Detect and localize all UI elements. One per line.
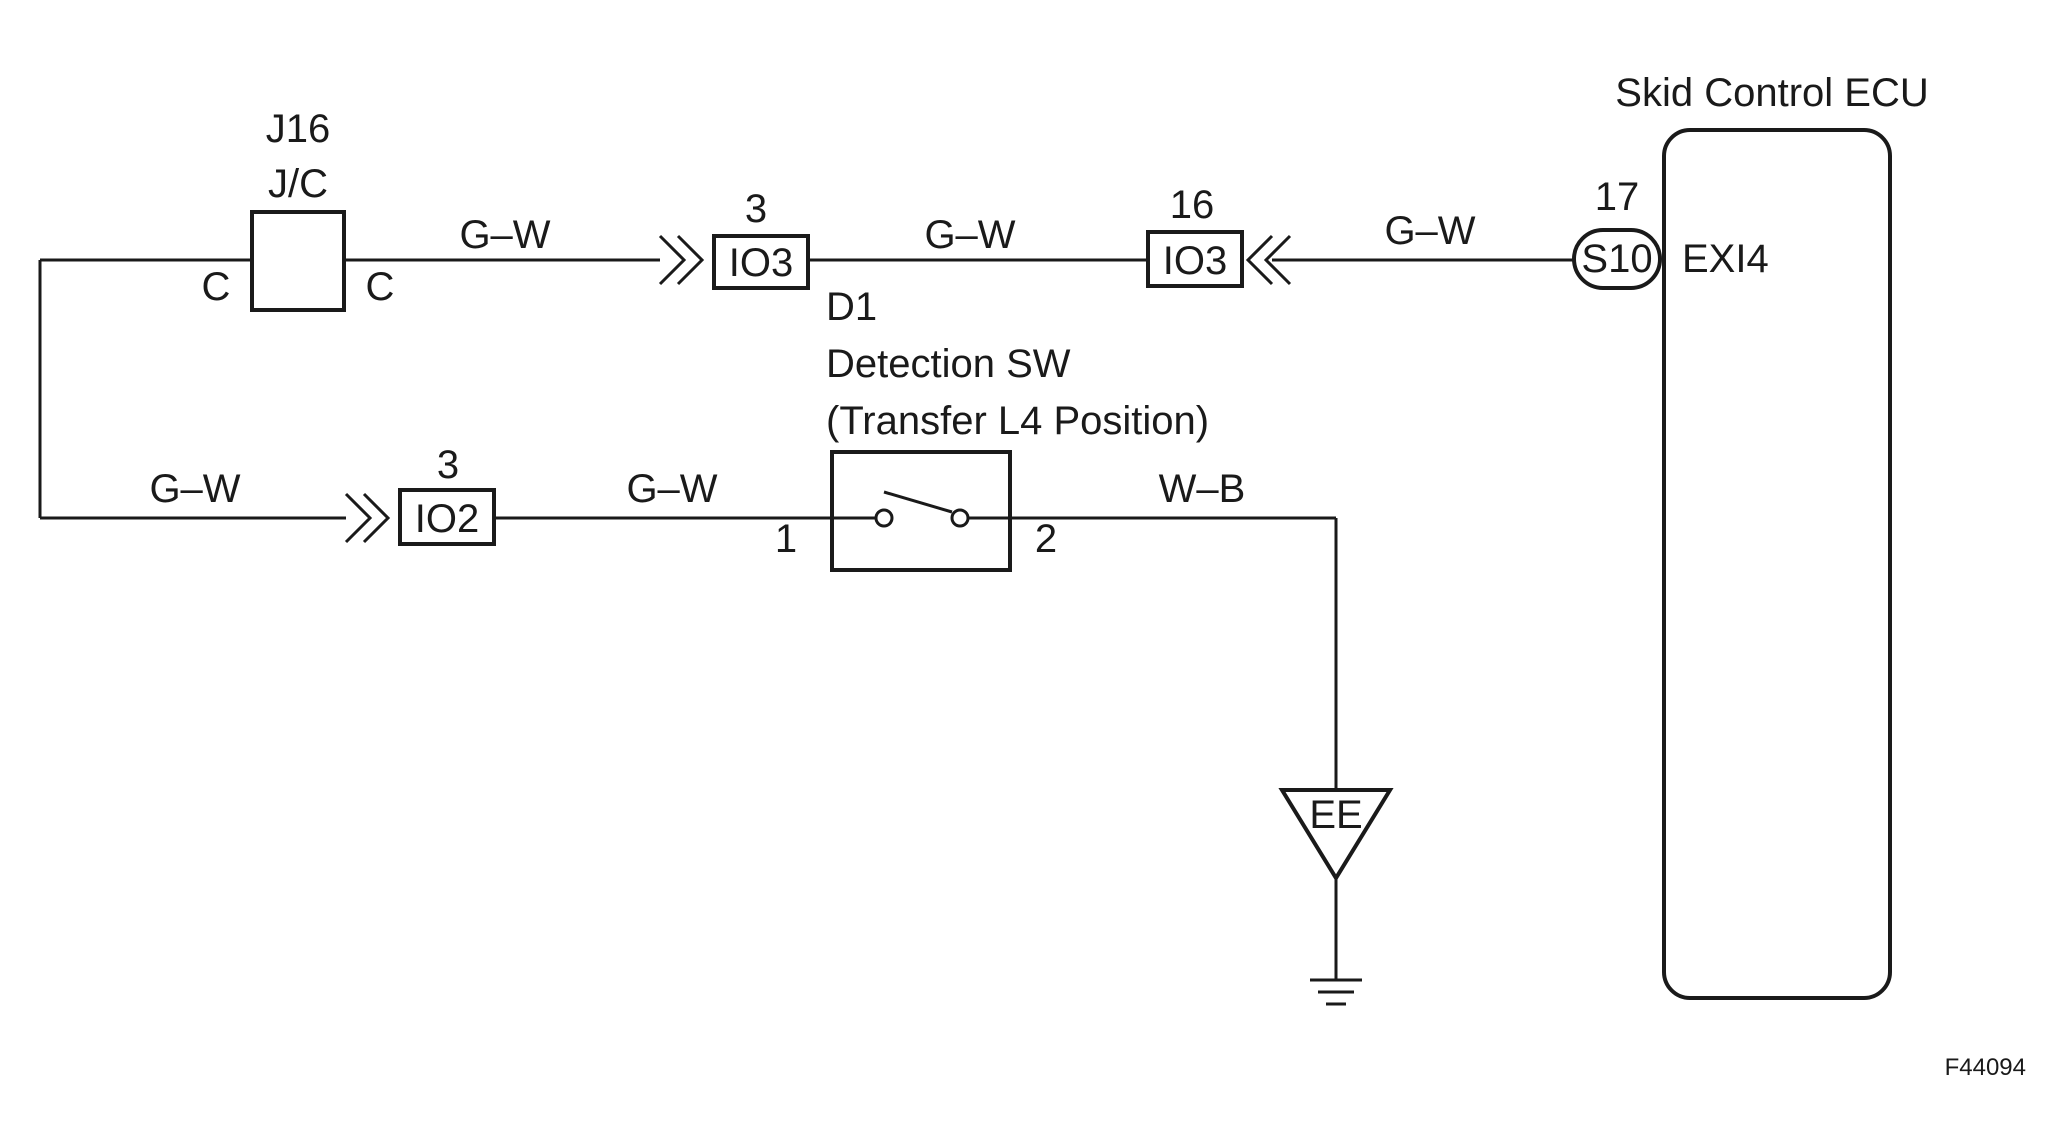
ground-point-triangle bbox=[1278, 788, 1394, 882]
ecu-connector: S10 bbox=[1581, 237, 1652, 281]
switch-id: D1 bbox=[826, 285, 877, 329]
switch-contact-left bbox=[874, 508, 894, 528]
connector-io3-pin3: IO3 3 bbox=[658, 187, 810, 290]
connector-label: IO2 bbox=[415, 497, 479, 541]
switch-box bbox=[830, 450, 1012, 572]
connector-box bbox=[398, 488, 496, 546]
wire-color-label: G–W bbox=[459, 213, 550, 257]
connector-arrow-icon bbox=[1245, 234, 1274, 286]
junction-name: J/C bbox=[268, 162, 328, 206]
ecu-name: Skid Control ECU bbox=[1615, 71, 1928, 115]
junction-id: J16 bbox=[266, 107, 331, 151]
connector-arrow-icon bbox=[676, 234, 705, 286]
connector-arrow-icon bbox=[344, 492, 373, 544]
ecu-connector-oval bbox=[1572, 228, 1662, 290]
connector-pin-number: 3 bbox=[437, 443, 459, 487]
wire-color-label: G–W bbox=[149, 467, 240, 511]
switch-pin-1: 1 bbox=[775, 517, 797, 561]
switch-blade-icon bbox=[883, 490, 953, 514]
wire-color-label: G–W bbox=[924, 213, 1015, 257]
wire-color-label: G–W bbox=[1384, 209, 1475, 253]
ecu-terminal: EXI4 bbox=[1682, 237, 1769, 281]
junction-connector-j16: J16 J/C C C bbox=[202, 107, 395, 312]
connector-arrow-icon bbox=[658, 234, 687, 286]
wire-color-label: G–W bbox=[626, 467, 717, 511]
switch-contact-right bbox=[950, 508, 970, 528]
skid-control-ecu: Skid Control ECU S10 17 EXI4 bbox=[1572, 71, 1929, 1000]
ground-point-ee: EE bbox=[1278, 788, 1394, 1006]
wire-color-label: W–B bbox=[1159, 467, 1246, 511]
connector-pin-number: 16 bbox=[1170, 183, 1215, 227]
junction-box bbox=[250, 210, 346, 312]
connector-label: IO3 bbox=[1163, 239, 1227, 283]
connector-arrow-icon bbox=[1263, 234, 1292, 286]
connector-label: IO3 bbox=[729, 241, 793, 285]
detection-switch-d1: D1 Detection SW (Transfer L4 Position) 1… bbox=[775, 285, 1209, 572]
ecu-box bbox=[1662, 128, 1892, 1000]
ground-label: EE bbox=[1309, 793, 1362, 837]
figure-id: F44094 bbox=[1945, 1054, 2026, 1081]
connector-io2: IO2 3 bbox=[344, 443, 496, 546]
bottom-wire-run bbox=[40, 516, 1338, 790]
switch-name: Detection SW bbox=[826, 342, 1071, 386]
ecu-pin-number: 17 bbox=[1595, 175, 1640, 219]
junction-pin-right: C bbox=[366, 265, 395, 309]
connector-arrow-icon bbox=[362, 492, 391, 544]
connector-pin-number: 3 bbox=[745, 187, 767, 231]
switch-pin-2: 2 bbox=[1035, 517, 1057, 561]
connector-box bbox=[1146, 230, 1244, 288]
switch-description: (Transfer L4 Position) bbox=[826, 399, 1209, 443]
connector-box bbox=[712, 234, 810, 290]
connector-io3-pin16: IO3 16 bbox=[1146, 183, 1292, 288]
junction-pin-left: C bbox=[202, 265, 231, 309]
